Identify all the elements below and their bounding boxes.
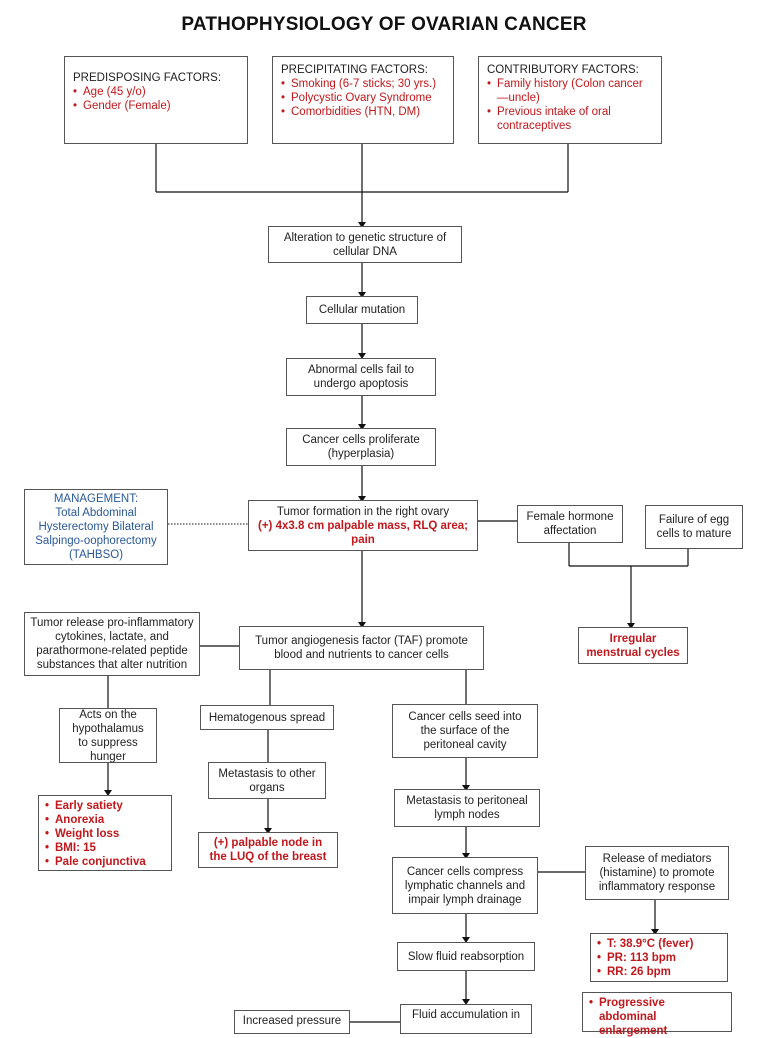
seed-peritoneal-box: Cancer cells seed into the surface of th… [392, 704, 538, 758]
apoptosis-box: Abnormal cells fail to undergo apoptosis [286, 358, 436, 396]
contributory-item: Family history (Colon cancer —uncle) [487, 77, 653, 105]
fluid-accumulation-box: Fluid accumulation in [400, 1004, 532, 1034]
precipitating-item: Comorbidities (HTN, DM) [281, 105, 436, 119]
increased-pressure-box: Increased pressure [234, 1010, 350, 1034]
management-box: MANAGEMENT: Total Abdominal Hysterectomy… [24, 489, 168, 565]
contributory-factors-box: CONTRIBUTORY FACTORS: Family history (Co… [478, 56, 662, 144]
slow-reabsorption-box: Slow fluid reabsorption [397, 942, 535, 971]
vital-item: RR: 26 bpm [597, 965, 693, 979]
alteration-dna-box: Alteration to genetic structure of cellu… [268, 226, 462, 263]
hunger-sign-item: Anorexia [45, 813, 146, 827]
vital-item: T: 38.9°C (fever) [597, 937, 693, 951]
predisposing-factors-box: PREDISPOSING FACTORS: Age (45 y/o) Gende… [64, 56, 248, 144]
tumor-formation-finding: (+) 4x3.8 cm palpable mass, RLQ area; pa… [258, 519, 468, 546]
metastasis-organs-box: Metastasis to other organs [208, 762, 326, 799]
abdominal-enlargement-box: Progressive abdominal enlargement [582, 992, 732, 1037]
hunger-sign-item: Weight loss [45, 827, 146, 841]
cytokines-box: Tumor release pro-inflammatory cytokines… [24, 612, 200, 676]
menstrual-finding-box: Irregular menstrual cycles [578, 627, 688, 664]
hunger-sign-item: Pale conjunctiva [45, 855, 146, 869]
contributory-heading: CONTRIBUTORY FACTORS: [487, 64, 639, 76]
predisposing-heading: PREDISPOSING FACTORS: [73, 72, 222, 84]
precipitating-heading: PRECIPITATING FACTORS: [281, 64, 428, 76]
hunger-sign-item: BMI: 15 [45, 841, 146, 855]
breast-node-box: (+) palpable node in the LUQ of the brea… [198, 832, 338, 868]
precipitating-item: Polycystic Ovary Syndrome [281, 91, 436, 105]
tumor-formation-box: Tumor formation in the right ovary (+) 4… [248, 500, 478, 551]
management-text: Total Abdominal Hysterectomy Bilateral S… [35, 507, 157, 561]
female-hormone-box: Female hormone affectation [517, 505, 623, 543]
tumor-formation-label: Tumor formation in the right ovary [276, 505, 450, 518]
predisposing-item: Gender (Female) [73, 99, 171, 113]
abdominal-finding: Progressive abdominal enlargement [589, 996, 725, 1038]
cellular-mutation-box: Cellular mutation [306, 296, 418, 324]
hunger-signs-box: Early satiety Anorexia Weight loss BMI: … [38, 795, 172, 871]
page-title: PATHOPHYSIOLOGY OF OVARIAN CANCER [181, 14, 587, 35]
predisposing-item: Age (45 y/o) [73, 85, 171, 99]
vital-item: PR: 113 bpm [597, 951, 693, 965]
management-heading: MANAGEMENT: [53, 493, 139, 505]
hunger-sign-item: Early satiety [45, 799, 146, 813]
precipitating-item: Smoking (6-7 sticks; 30 yrs.) [281, 77, 436, 91]
egg-failure-box: Failure of egg cells to mature [645, 505, 743, 549]
hematogenous-box: Hematogenous spread [200, 705, 334, 730]
proliferation-box: Cancer cells proliferate (hyperplasia) [286, 428, 436, 466]
precipitating-factors-box: PRECIPITATING FACTORS: Smoking (6-7 stic… [272, 56, 454, 144]
contributory-item: Previous intake of oral contraceptives [487, 105, 653, 133]
vitals-box: T: 38.9°C (fever) PR: 113 bpm RR: 26 bpm [590, 933, 728, 982]
hypothalamus-box: Acts on the hypothalamus to suppress hun… [59, 708, 157, 763]
mediators-box: Release of mediators (histamine) to prom… [585, 846, 729, 900]
metastasis-lymph-box: Metastasis to peritoneal lymph nodes [394, 789, 540, 827]
taf-box: Tumor angiogenesis factor (TAF) promote … [239, 626, 484, 670]
compress-lymph-box: Cancer cells compress lymphatic channels… [392, 857, 538, 914]
